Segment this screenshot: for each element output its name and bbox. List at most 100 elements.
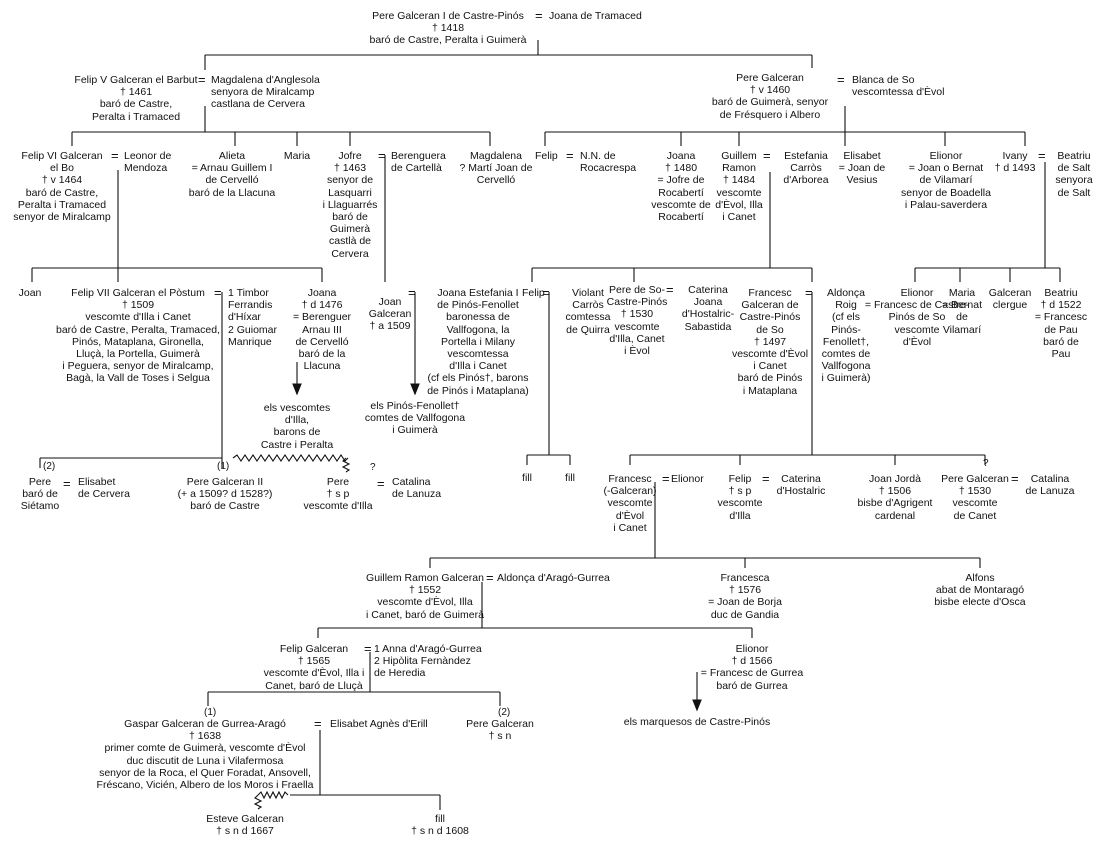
- node-line: de Lanuza: [392, 488, 442, 501]
- node-line: Pere: [326, 476, 350, 488]
- node-line: † d 1493: [994, 162, 1036, 175]
- node-line: 1 Timbor: [228, 287, 269, 299]
- node-line: Felip: [728, 473, 752, 485]
- node-line: Joana Estefania I: [437, 287, 519, 299]
- node-line: Violant: [572, 287, 604, 299]
- node-line: Blanca de So: [852, 74, 915, 86]
- person-ivany: Ivany† d 1493: [995, 150, 1036, 174]
- node-line: Rocabertí: [658, 186, 704, 199]
- node-line: = Francesc de Castre-: [864, 299, 970, 312]
- node-line: 1 Anna d'Aragó-Gurrea: [374, 643, 482, 655]
- node-line: = Joan o Bernat: [908, 162, 984, 175]
- node-line: Maria: [948, 287, 976, 299]
- node-line: d'Arborea: [783, 174, 829, 187]
- node-line: † 1530: [958, 485, 992, 498]
- node-line: Siétamo: [20, 500, 60, 513]
- node-line: = Jofre de: [657, 174, 705, 187]
- node-line: Maria: [283, 150, 311, 162]
- node-line: † 1576: [728, 584, 762, 597]
- node-line: vescomte: [614, 320, 660, 333]
- node-line: Fréscano, Vicién, Albero de los Moros i …: [96, 779, 314, 792]
- person-pere-galceran-sn: Pere Galceran† s n: [466, 718, 534, 742]
- relation-marker: (2): [498, 707, 511, 718]
- node-line: baró de Gurrea: [716, 679, 788, 692]
- node-line: Peralta i Tramaced: [17, 198, 107, 211]
- node-line: Felip: [535, 150, 558, 162]
- person-joana-de-tramaced: Joana de Tramaced: [549, 10, 642, 22]
- node-line: † d 1566: [731, 655, 773, 668]
- relation-marker: ?: [370, 462, 376, 473]
- node-line: i Guimerà: [392, 424, 438, 437]
- node-line: i Llaguarrés: [322, 198, 378, 211]
- node-line: Beatriu: [1057, 150, 1091, 162]
- person-elisabet-agnes-d-erill: Elisabet Agnès d'Erill: [330, 718, 428, 730]
- node-line: Cervelló: [476, 174, 516, 187]
- node-line: Pinós-: [831, 323, 861, 336]
- node-line: Magdalena d'Anglesola: [211, 74, 320, 86]
- node-line: (cf els: [831, 311, 861, 324]
- node-line: vescomte de: [651, 198, 711, 211]
- node-line: † 1638: [188, 730, 222, 743]
- node-line: Gaspar Galceran de Gurrea-Aragó: [124, 718, 286, 730]
- node-line: † s p: [326, 488, 350, 501]
- node-line: de Vilamarí: [919, 174, 973, 187]
- node-line: Aldonça: [827, 287, 865, 299]
- node-line: i Mataplana: [742, 384, 798, 397]
- node-line: Felip VI Galceran: [21, 150, 103, 162]
- node-line: vescomte d'Èvol: [731, 348, 809, 361]
- node-line: Vesius: [846, 174, 878, 187]
- person-elionor-3: Elionor: [671, 473, 704, 485]
- node-line: baró de Castre, Peralta i Guimerà: [369, 34, 527, 47]
- node-line: = Joan de: [838, 162, 886, 175]
- node-line: i Canet: [613, 521, 647, 534]
- node-line: Llacuna: [303, 360, 341, 373]
- node-line: † d 1476: [301, 299, 343, 312]
- node-line: Guillem: [721, 150, 757, 162]
- node-line: Berenguera: [391, 150, 446, 162]
- relation-marker: (1): [217, 461, 230, 472]
- node-line: i Peguera, senyor de Miralcamp,: [62, 360, 214, 373]
- node-line: Pinós, Mataplana, Gironella,: [72, 335, 204, 348]
- node-line: Alieta: [218, 150, 246, 162]
- node-line: Felip: [522, 287, 545, 299]
- node-line: d'Illa i Canet: [449, 360, 507, 373]
- node-line: † 1509: [121, 299, 155, 312]
- node-line: Jofre: [338, 150, 362, 162]
- node-line: vescomte: [894, 323, 940, 336]
- person-fill-2: fill: [565, 472, 575, 484]
- node-line: Felip VII Galceran el Pòstum: [71, 287, 205, 299]
- node-line: Joana: [307, 287, 337, 299]
- node-line: † a 1509: [369, 320, 411, 333]
- node-line: Castre i Peralta: [260, 438, 334, 451]
- node-line: bisbe d'Agrigent: [857, 497, 933, 510]
- marriage-sign: =: [542, 285, 550, 300]
- marriage-sign: =: [1038, 148, 1046, 163]
- node-line: i Canet: [722, 211, 756, 224]
- node-line: d'Híxar: [228, 311, 261, 324]
- node-line: Joana: [693, 296, 723, 309]
- marriage-sign: =: [763, 148, 771, 163]
- node-line: Pere Galceran: [466, 718, 534, 730]
- node-line: el Bo: [50, 162, 74, 175]
- node-line: Elionor: [735, 643, 769, 655]
- node-line: Felip Galceran: [279, 643, 349, 655]
- node-line: Alfons: [965, 572, 995, 584]
- node-line: d'Èvol: [902, 335, 932, 348]
- node-line: Sabastida: [684, 320, 732, 333]
- node-line: Rocabertí: [658, 211, 704, 224]
- node-line: † 1461: [119, 86, 153, 99]
- marriage-sign: =: [377, 476, 385, 491]
- node-line: de Heredia: [374, 667, 426, 680]
- node-line: † s n d 1667: [216, 825, 274, 838]
